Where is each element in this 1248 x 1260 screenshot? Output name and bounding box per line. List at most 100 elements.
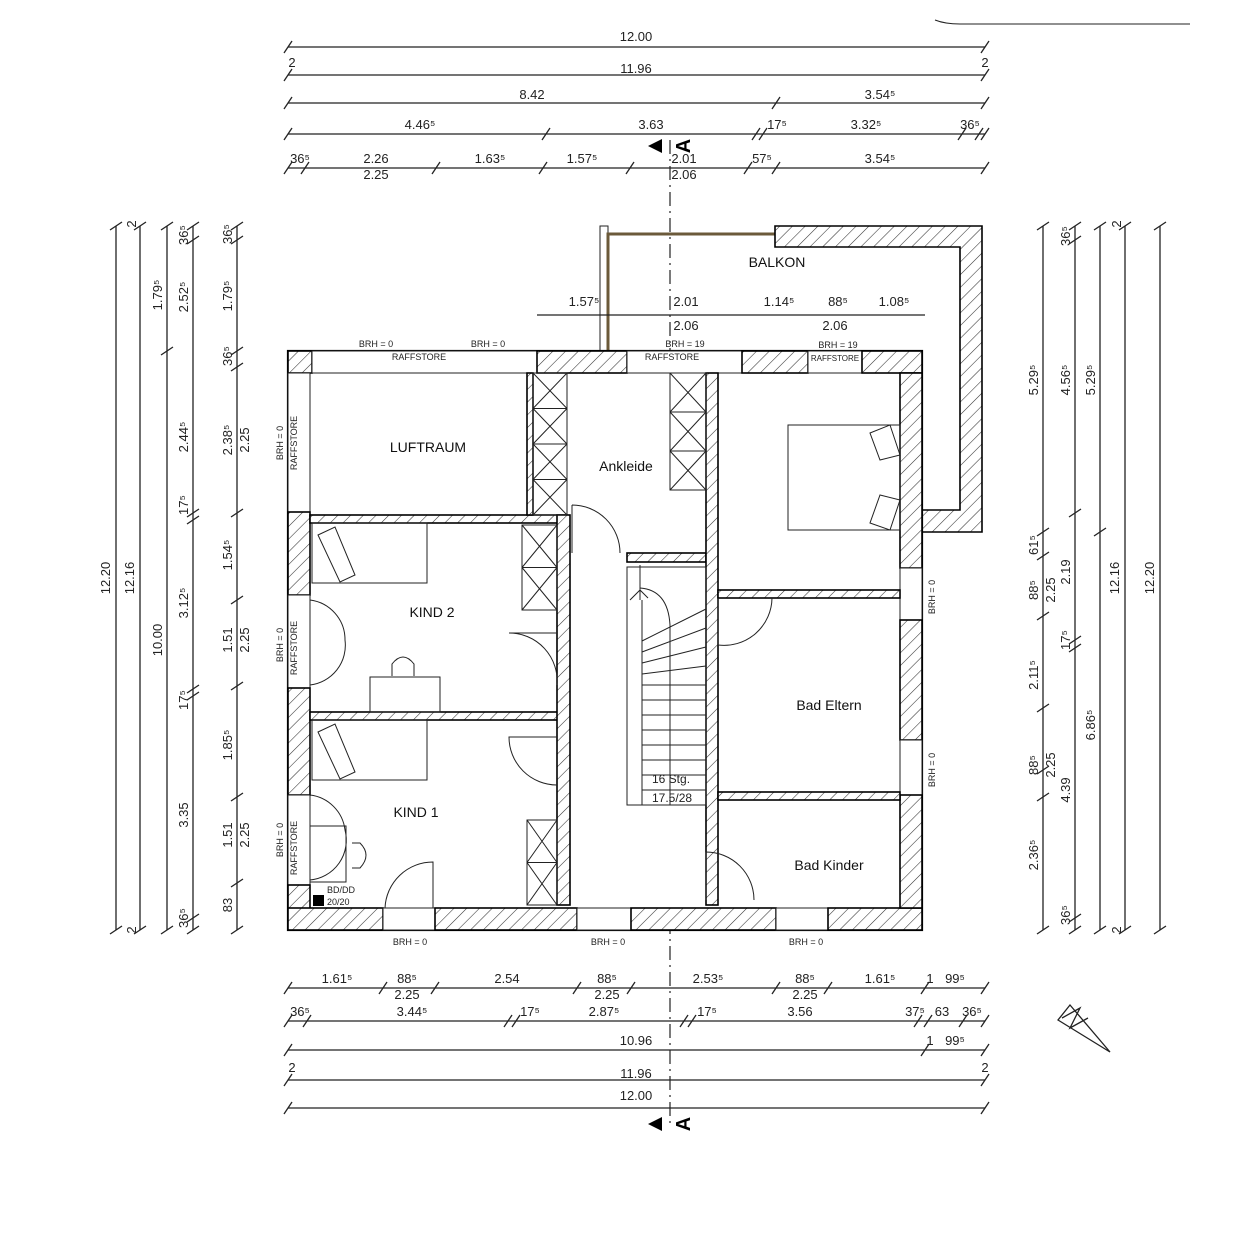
dimension-label: 36⁵ xyxy=(290,151,310,166)
dimension-label: 2.26 xyxy=(363,151,388,166)
dimension-tick xyxy=(1153,925,1167,935)
dimension-tick xyxy=(980,96,990,110)
dimension-tick xyxy=(1036,925,1050,935)
dimension-tick xyxy=(186,508,200,518)
dimension-tick xyxy=(625,161,635,175)
dimension-tick xyxy=(1068,635,1082,645)
dimension-tick xyxy=(1036,221,1050,231)
dimension-tick xyxy=(230,878,244,888)
brh-label: BRH = 0 xyxy=(393,937,427,947)
dimension-label: 3.44⁵ xyxy=(397,1004,428,1019)
dimension-label: 88⁵ xyxy=(397,971,417,986)
dimension-label: 12.00 xyxy=(620,1088,653,1103)
dimension-label: 12.16 xyxy=(1107,562,1122,595)
dimension-tick xyxy=(230,595,244,605)
dimension-label: 1.61⁵ xyxy=(865,971,896,986)
dimension-tick xyxy=(283,96,293,110)
brh-label: BRH = 0 xyxy=(275,823,285,857)
dimension-label: 2.11⁵ xyxy=(1026,660,1041,690)
staircase[interactable]: 16 Stg. 17.5/28 xyxy=(626,565,707,806)
dimension-label: 2.52⁵ xyxy=(176,282,191,313)
dimension-label: 36⁵ xyxy=(290,1004,310,1019)
dimension-tick xyxy=(186,691,200,701)
brh-label: BRH = 0 xyxy=(927,753,937,787)
dimension-label: 12.16 xyxy=(122,562,137,595)
dimension-label: 2.25 xyxy=(237,427,252,452)
closets xyxy=(521,372,707,906)
dimension-label: 3.54⁵ xyxy=(865,151,896,166)
dimension-label: 2.87⁵ xyxy=(589,1004,620,1019)
dimension-label: 2 xyxy=(124,926,139,933)
dimension-label: 10.00 xyxy=(150,624,165,657)
dimension-tick xyxy=(1068,913,1082,923)
dimension-label: 1.85⁵ xyxy=(220,730,235,761)
section-marker-top: A xyxy=(648,139,695,153)
dimension-label: 2.06 xyxy=(671,167,696,182)
room-label-ankleide: Ankleide xyxy=(599,458,653,474)
closet-cross xyxy=(532,372,568,409)
closet-cross xyxy=(669,450,707,491)
dimension-label: 4.56⁵ xyxy=(1058,365,1073,396)
dimension-tick xyxy=(980,1014,990,1028)
dimension-tick xyxy=(920,1043,930,1057)
dimension-tick xyxy=(230,508,244,518)
dimension-tick xyxy=(1068,925,1082,935)
dimension-tick xyxy=(230,362,244,372)
dimension-label: 37⁵ xyxy=(905,1004,925,1019)
dimension-label: 2 xyxy=(124,220,139,227)
dimension-tick xyxy=(1068,508,1082,518)
dimension-label: 99⁵ xyxy=(945,1033,965,1048)
dimension-tick xyxy=(230,221,244,231)
dimension-tick xyxy=(1036,792,1050,802)
dimension-tick xyxy=(771,96,781,110)
dimension-label: 5.29⁵ xyxy=(1083,365,1098,396)
dimension-tick xyxy=(1093,221,1107,231)
dimension-tick xyxy=(511,1014,521,1028)
balcony-dim: 1.08⁵ xyxy=(879,294,910,309)
dimension-tick xyxy=(133,925,147,935)
dimension-label: 3.35 xyxy=(176,802,191,827)
dimension-label: 2.38⁵ xyxy=(220,425,235,456)
brh-label: BRH = 19 xyxy=(818,340,857,350)
dimension-tick xyxy=(1036,527,1050,537)
dimension-tick xyxy=(679,1014,689,1028)
stairs-steps-label: 16 Stg. xyxy=(652,772,690,786)
stairs-ratio-label: 17.5/28 xyxy=(652,791,692,805)
dimension-label: 11.96 xyxy=(620,1066,652,1081)
dimension-label: 88⁵ xyxy=(795,971,815,986)
dimension-label: 2.25 xyxy=(237,627,252,652)
closet-cross xyxy=(669,411,707,452)
north-arrow-icon xyxy=(1057,1003,1111,1053)
dimension-label: 57⁵ xyxy=(752,151,772,166)
raffstore-label: RAFFSTORE xyxy=(645,352,699,362)
dimension-label: 2 xyxy=(288,55,295,70)
dimension-tick xyxy=(109,925,123,935)
chimney-label: BD/DD xyxy=(327,885,356,895)
dimension-tick xyxy=(133,221,147,231)
closet-cross xyxy=(669,372,707,413)
dimension-label: 3.56 xyxy=(787,1004,812,1019)
raffstore-label: RAFFSTORE xyxy=(289,621,299,675)
dimension-tick xyxy=(1036,611,1050,621)
dimension-label: 1 xyxy=(926,971,933,986)
dimension-tick xyxy=(980,161,990,175)
room-label-kind1: KIND 1 xyxy=(393,804,438,820)
closet-cross xyxy=(521,567,558,611)
dimension-label: 5.29⁵ xyxy=(1026,365,1041,396)
dimension-tick xyxy=(572,981,582,995)
dimension-label: 2.25 xyxy=(363,167,388,182)
dimension-tick xyxy=(283,981,293,995)
doors xyxy=(309,504,773,909)
balcony-dim: 1.57⁵ xyxy=(569,294,600,309)
dimension-tick xyxy=(230,681,244,691)
dimension-tick xyxy=(758,127,768,141)
dimension-label: 3.32⁵ xyxy=(851,117,882,132)
section-label: A xyxy=(673,139,695,153)
dimension-tick xyxy=(1118,221,1132,231)
dimension-label: 4.46⁵ xyxy=(405,117,436,132)
dimension-label: 2 xyxy=(1109,926,1124,933)
stair-step xyxy=(641,665,707,675)
room-label-bad-eltern: Bad Eltern xyxy=(796,697,861,713)
dimension-label: 88⁵ xyxy=(597,971,617,986)
